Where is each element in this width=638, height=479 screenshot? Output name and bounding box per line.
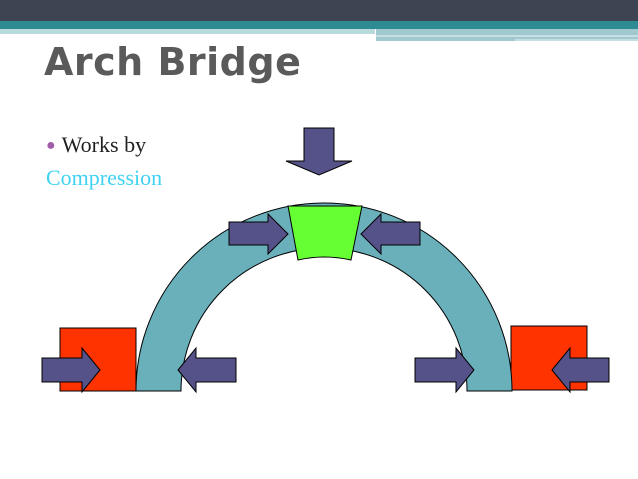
bullet-list: ● Works by Compression <box>46 130 162 193</box>
header-decoration <box>0 0 638 41</box>
keystone <box>287 205 363 261</box>
header-light-band <box>0 29 375 34</box>
arrow-right-icon <box>414 346 475 394</box>
arrow-left-icon <box>360 212 421 256</box>
arch-ring <box>135 202 513 392</box>
arrow-right-icon <box>228 212 289 256</box>
bullet-item: ● Works by <box>46 130 162 163</box>
bullet-text: Works by <box>61 132 147 157</box>
header-teal-bar <box>0 21 638 29</box>
arrow-left-icon <box>551 346 610 394</box>
bullet-highlight-text: Compression <box>46 165 163 190</box>
header-light-band-right <box>376 29 638 41</box>
arrow-left-icon <box>177 346 237 394</box>
arrow-right-icon <box>41 346 101 394</box>
header-dark-bar <box>0 0 638 21</box>
bullet-dot: ● <box>46 137 56 154</box>
slide-title: Arch Bridge <box>44 40 302 84</box>
arrow-down-icon <box>285 127 353 176</box>
